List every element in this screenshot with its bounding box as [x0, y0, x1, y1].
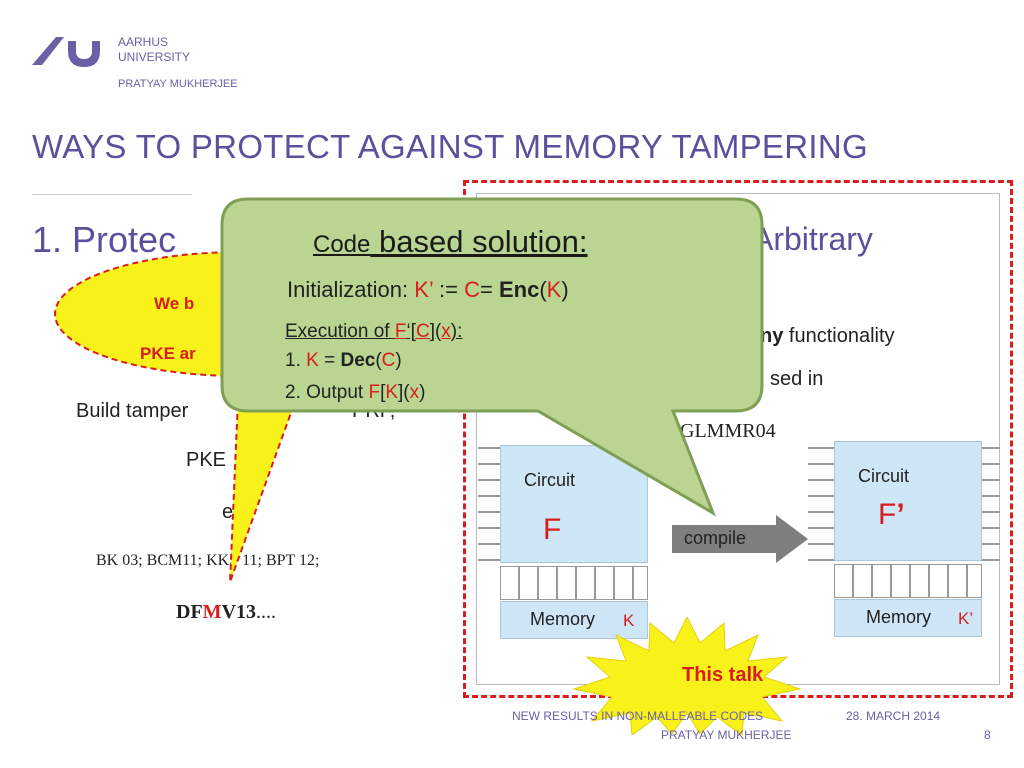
title-divider: [32, 194, 192, 195]
callout-heading: Code based solution:: [313, 224, 588, 260]
step2-x: x: [409, 382, 420, 403]
point-1-right: Arbitrary: [752, 221, 873, 257]
glmmr-reference: GLMMR04: [680, 420, 776, 442]
callout-step-2: 2. Output F[K](x): [285, 382, 425, 404]
dfmv-part-1: DF: [176, 601, 203, 623]
point-1-left: 1. Protec: [32, 219, 177, 260]
org-line-2: UNIVERSITY: [118, 50, 191, 64]
init-label: Initialization:: [287, 277, 415, 302]
init-c: C: [464, 277, 481, 302]
step2-lbracket: [: [380, 382, 386, 403]
pke-text: PKE: [186, 449, 227, 471]
right-circuit-wires: [808, 447, 1000, 561]
step2-label: 2. Output: [285, 382, 369, 403]
step1-dec: Dec: [340, 350, 376, 371]
right-memory-grid: [834, 564, 982, 598]
references: BK 03; BCM11; KKS 11; BPT 12;: [96, 552, 320, 569]
step2-paren: ](: [398, 382, 410, 403]
exec-c: C: [415, 321, 430, 342]
left-circuit-label: Circuit: [524, 470, 576, 490]
callout-heading-small: Code: [313, 231, 371, 258]
step1-lparen: (: [375, 350, 382, 371]
header-author: PRATYAY MUKHERJEE: [118, 78, 238, 90]
callout-exec: Execution of F‘[C](x):: [285, 321, 462, 343]
callout-step-1: 1. K = Dec(C): [285, 350, 402, 372]
functionality-text: functionality: [783, 325, 895, 347]
footer-date: 28. MARCH 2014: [846, 709, 941, 723]
step1-c: C: [381, 350, 396, 371]
exec-f: F: [394, 321, 407, 342]
step1-eq: =: [318, 350, 341, 371]
dfmv-part-2: M: [202, 601, 222, 623]
step1-num: 1.: [285, 350, 307, 371]
init-assign: :=: [432, 277, 465, 302]
step1-k: K: [306, 350, 319, 371]
left-memory-label: Memory: [530, 609, 596, 629]
green-callout-shape: [220, 197, 764, 517]
init-eq: =: [480, 277, 499, 302]
left-memory-block: [500, 601, 648, 639]
right-circuit-prime: ’: [896, 498, 905, 531]
org-name: AARHUS UNIVERSITY: [118, 35, 190, 65]
footer-author: PRATYAY MUKHERJEE: [661, 728, 792, 742]
exec-bracket: ‘[: [406, 321, 416, 342]
callout-init: Initialization: K’ := C= Enc(K): [287, 277, 569, 303]
footer-title: NEW RESULTS IN NON-MALLEABLE CODES: [512, 709, 764, 723]
init-enc: Enc: [498, 277, 540, 302]
bubble-line-1: We b: [154, 294, 195, 313]
right-memory-block: [834, 599, 982, 637]
right-circuit-f: F: [878, 498, 897, 531]
step1-rparen: ): [395, 350, 402, 371]
init-k: K: [546, 277, 562, 302]
org-line-1: AARHUS: [118, 35, 169, 49]
this-talk-label: This talk: [682, 664, 764, 686]
compile-label: compile: [684, 528, 747, 548]
exec-paren: ](: [429, 321, 442, 342]
e-text: e: [222, 501, 234, 523]
right-memory-value: K’: [958, 609, 974, 628]
init-rparen: ): [561, 277, 569, 302]
right-circuit-symbol: F’: [878, 498, 905, 532]
build-text: Build tamper: [76, 400, 189, 422]
exec-close: ):: [450, 321, 463, 342]
dfmv-part-3: V13: [221, 601, 257, 623]
slide-title: WAYS TO PROTECT AGAINST MEMORY TAMPERING: [32, 128, 868, 165]
left-circuit-block: [500, 445, 648, 563]
init-k-prime: K’: [414, 277, 433, 302]
step2-f: F: [368, 382, 381, 403]
init-lparen: (: [539, 277, 547, 302]
any-bold: ny: [760, 325, 784, 347]
right-circuit-label: Circuit: [858, 466, 910, 486]
right-circuit-block: [834, 441, 982, 561]
dfmv-reference: DFMV13....: [176, 601, 276, 624]
left-circuit-symbol: F: [543, 513, 562, 546]
page-number: 8: [984, 728, 991, 742]
step2-k: K: [385, 382, 399, 403]
this-talk-starburst: [572, 617, 802, 735]
callout-heading-big: based solution:: [370, 224, 588, 259]
exec-x: x: [441, 321, 451, 342]
any-functionality-text: ny functionality: [760, 325, 895, 348]
aarhus-logo-icon: [32, 37, 100, 67]
left-memory-value: K: [623, 611, 635, 630]
bubble-line-2: PKE ar: [140, 344, 196, 363]
used-in-text: sed in: [770, 368, 824, 390]
right-memory-label: Memory: [866, 607, 932, 627]
step2-close: ): [419, 382, 426, 403]
left-circuit-wires: [478, 447, 500, 561]
exec-label: Execution of: [285, 321, 395, 342]
dfmv-part-4: ....: [256, 601, 277, 623]
left-memory-grid: [500, 566, 648, 600]
compile-arrow-icon: [672, 515, 808, 563]
